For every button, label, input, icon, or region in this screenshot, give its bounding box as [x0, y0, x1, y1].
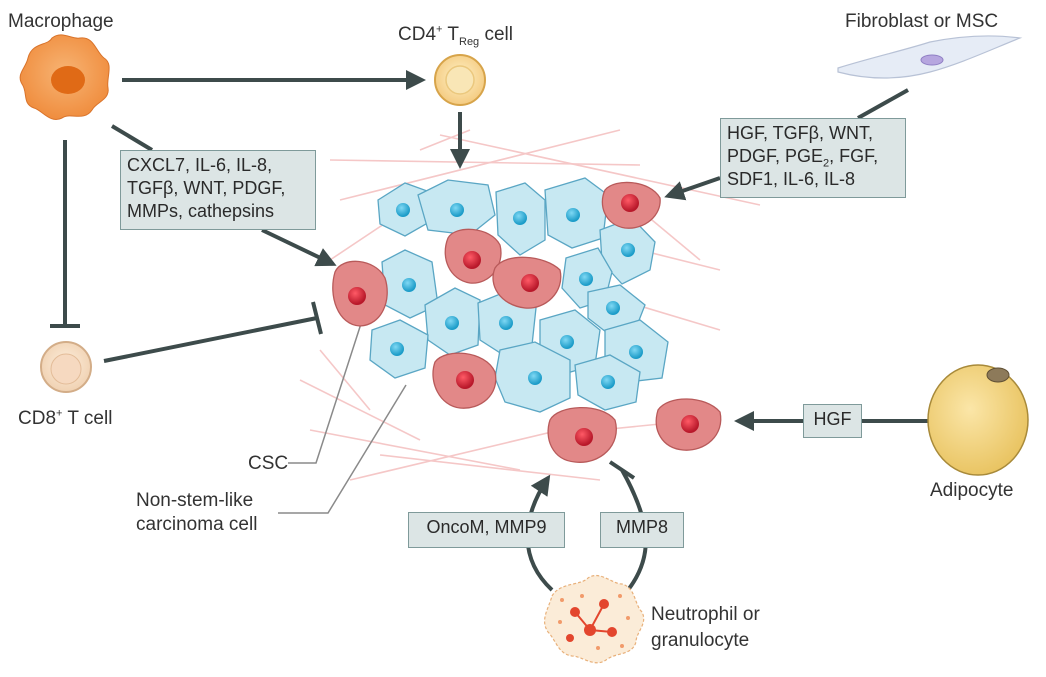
neutrophil-label-line1: Neutrophil or	[651, 604, 760, 625]
cd8-t-cell	[40, 341, 92, 393]
arrow-macrophage-box-to-csc	[261, 228, 337, 267]
hgf-box: HGF	[803, 404, 862, 438]
treg-label: CD4+ TReg cell	[398, 23, 513, 48]
oncom-mmp9-box: OncoM, MMP9	[408, 512, 565, 548]
signal-connectors	[50, 70, 928, 592]
mmp8-box: MMP8	[600, 512, 684, 548]
neutrophil-cell	[544, 574, 645, 664]
inhibit-mmp8-bar	[608, 460, 636, 480]
adipocyte-cell	[927, 364, 1029, 476]
non-stem-label-line1: Non-stem-like	[136, 490, 254, 511]
label-pointers	[278, 301, 407, 514]
fibroblast-label: Fibroblast or MSC	[845, 11, 999, 32]
arrow-fibroblast-box-to-csc	[664, 176, 721, 201]
line-macrophage-to-box	[110, 124, 154, 152]
inhibit-cd8-csc-bar	[311, 301, 323, 335]
macrophage-label: Macrophage	[8, 11, 114, 32]
csc-label: CSC	[248, 453, 289, 474]
inhibit-cd8-csc	[103, 316, 318, 363]
adipocyte-label: Adipocyte	[930, 480, 1014, 501]
neutrophil-label-line2: granulocyte	[651, 630, 750, 651]
non-stem-label-line2: carcinoma cell	[136, 514, 258, 535]
fibroblast-factors-box: HGF, TGFβ, WNT, PDGF, PGE2, FGF, SDF1, I…	[720, 118, 906, 198]
cd8-t-cell-label: CD8+ T cell	[18, 407, 113, 429]
treg-cell	[434, 54, 486, 106]
tumor-cluster	[332, 177, 722, 463]
macrophage-cell	[19, 34, 110, 120]
macrophage-factors-box: CXCL7, IL-6, IL-8, TGFβ, WNT, PDGF, MMPs…	[120, 150, 316, 230]
fibroblast-cell	[837, 35, 1023, 79]
line-fibroblast-to-box	[857, 88, 909, 120]
